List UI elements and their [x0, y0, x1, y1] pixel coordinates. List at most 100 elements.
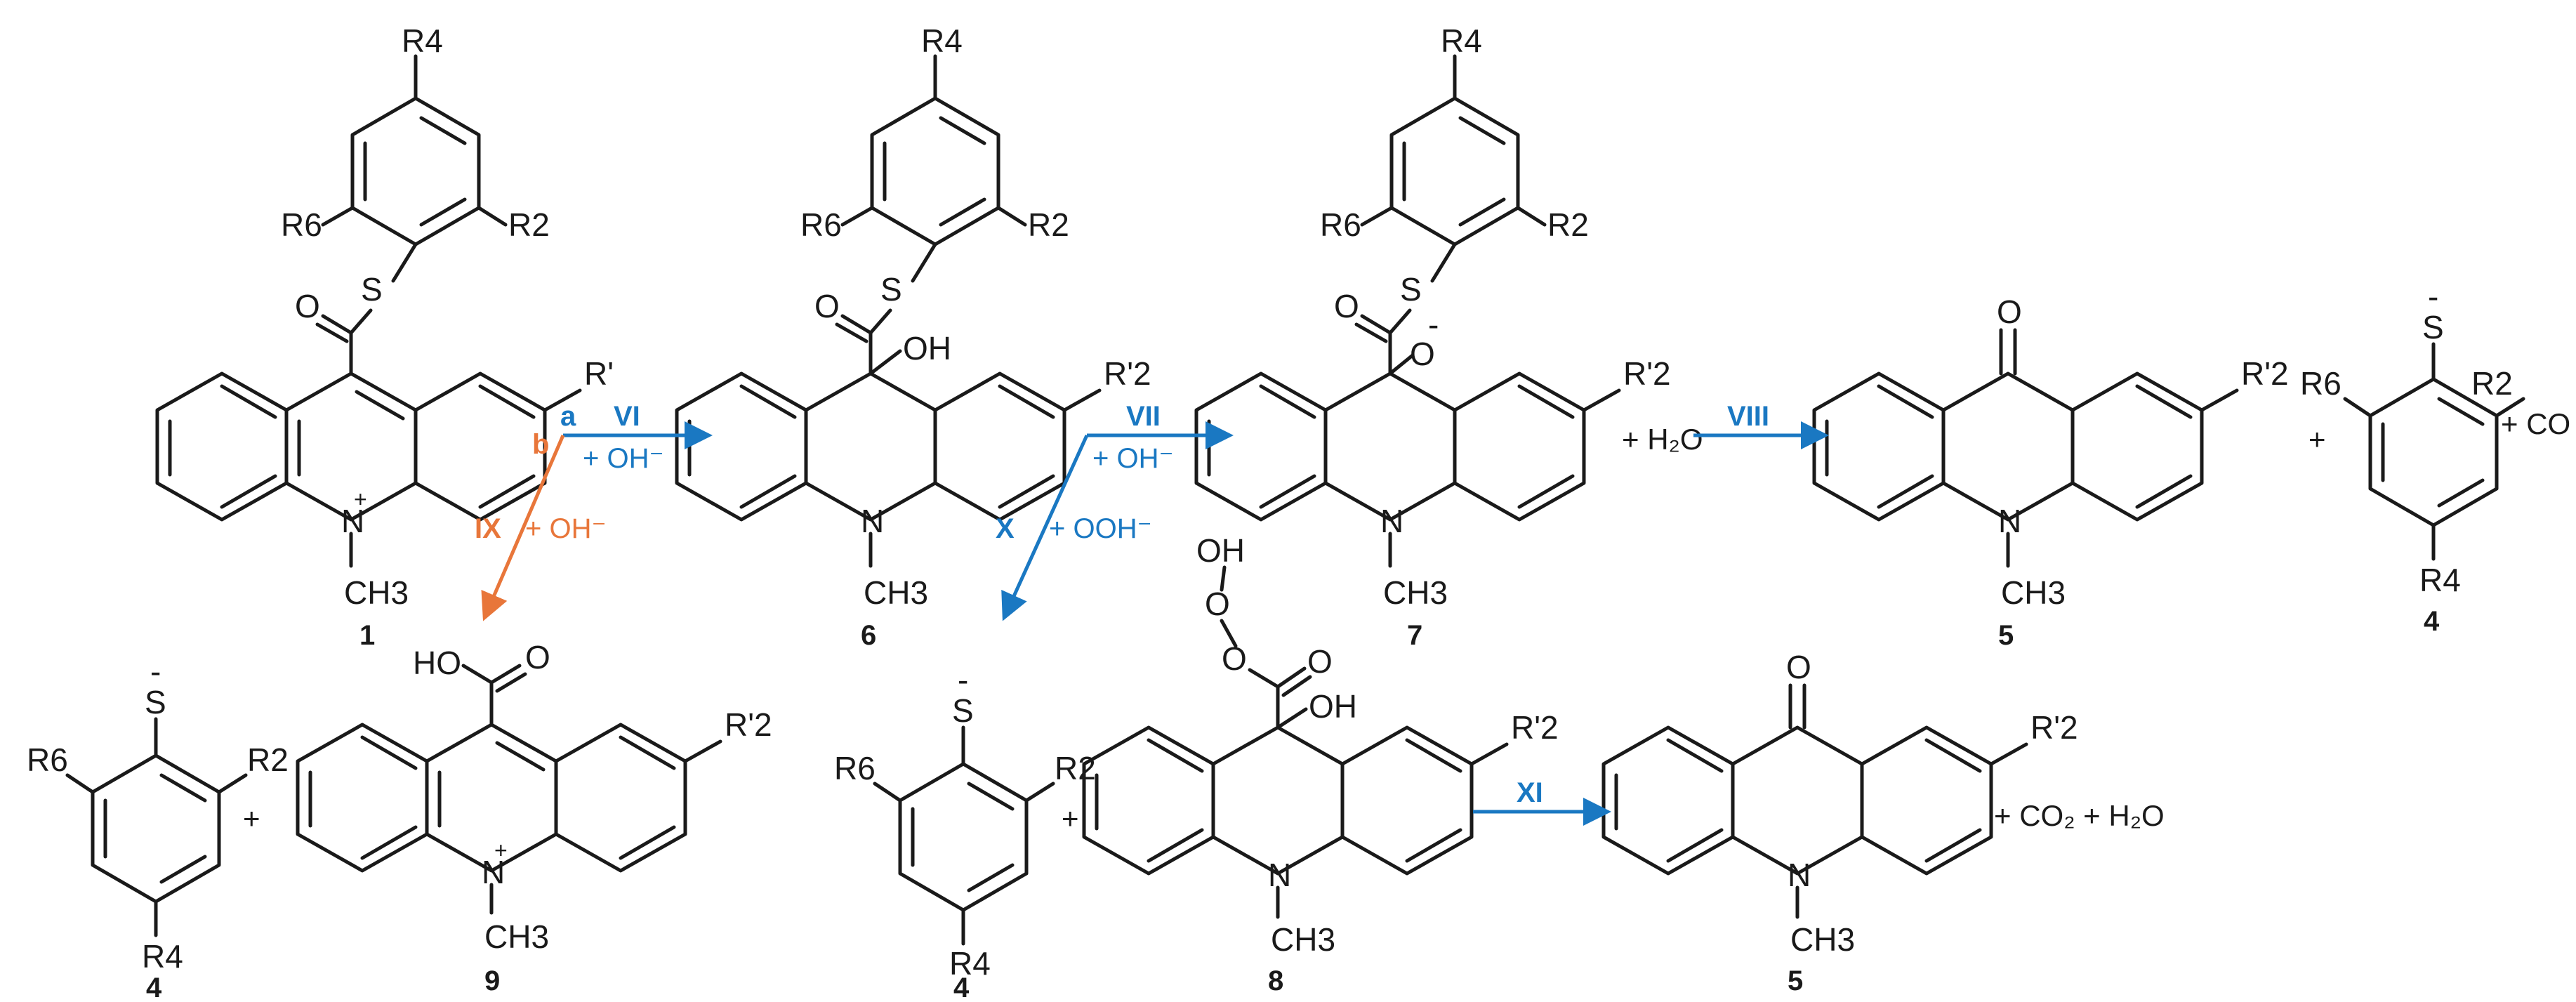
- r6-label: R6: [281, 206, 322, 243]
- nitrogen-label: N: [861, 503, 884, 539]
- ketone-o-label: O: [1786, 649, 1811, 685]
- reagent-hydroxide-vi: + OH⁻: [583, 443, 664, 474]
- co2-water-side-products: + CO₂ + H₂O: [1994, 799, 2165, 832]
- compound-number-9: 9: [484, 965, 500, 996]
- r-prime-2-label: R'2: [725, 706, 772, 743]
- step-x-label: X: [996, 513, 1015, 544]
- carbonyl-o-label: O: [295, 288, 320, 324]
- r-prime-2-label: R'2: [2241, 355, 2289, 392]
- reagent-peroxide-x: + OOH⁻: [1049, 513, 1152, 544]
- site-b-label: b: [532, 429, 549, 460]
- r4-label: R4: [949, 945, 991, 982]
- r2-label: R2: [247, 741, 289, 778]
- compound-number-4: 4: [953, 973, 970, 1002]
- r-prime-2-label: R'2: [1511, 709, 1559, 746]
- r2-label: R2: [1028, 206, 1069, 243]
- arrow-step-x: [1001, 434, 1089, 621]
- hydroxyl-label: OH: [903, 330, 951, 367]
- compound-5-top: O R'2 N CH3 5: [1812, 294, 2289, 651]
- r-prime-2-label: R'2: [2030, 709, 2078, 746]
- minus-charge: -: [2428, 278, 2438, 315]
- thiolate-s-label: S: [952, 692, 974, 729]
- compound-1: R4 R6 R2 S O R' N + CH3 1: [155, 22, 614, 651]
- co-side-product: + CO: [2501, 407, 2570, 440]
- compound-6: R4 R6 R2 S O OH R'2 N CH3 6: [675, 22, 1151, 651]
- step-viii-label: VIII: [1727, 401, 1769, 432]
- nitrogen-label: N: [1380, 503, 1403, 539]
- ketone-o-label: O: [1997, 294, 2022, 330]
- methyl-label: CH3: [484, 918, 549, 955]
- r4-label: R4: [2419, 562, 2461, 598]
- methyl-label: CH3: [344, 574, 409, 611]
- methyl-label: CH3: [1383, 574, 1448, 611]
- minus-charge: -: [958, 661, 968, 698]
- r2-label: R2: [1547, 206, 1589, 243]
- compound-7: R4 R6 R2 S O O - R'2 N CH3 7: [1194, 22, 1671, 651]
- methyl-label: CH3: [1790, 921, 1855, 958]
- plus-sign: +: [243, 802, 260, 835]
- step-vi-label: VI: [614, 401, 640, 432]
- step-vii-label: VII: [1126, 401, 1161, 432]
- minus-charge: -: [150, 653, 161, 690]
- thiolate-s-label: S: [145, 684, 166, 720]
- r-prime-label: R': [584, 355, 614, 392]
- r4-label: R4: [1441, 22, 1482, 59]
- compound-5-bottom: O R'2 N CH3 5: [1601, 649, 2078, 996]
- compound-number-1: 1: [359, 620, 375, 651]
- site-a-label: a: [560, 401, 576, 432]
- sulfur-label: S: [880, 271, 902, 308]
- nitrogen-label: N: [1788, 857, 1811, 893]
- r6-label: R6: [1320, 206, 1361, 243]
- r6-label: R6: [834, 750, 876, 786]
- r2-label: R2: [508, 206, 550, 243]
- compound-4-bottom-left: S - R6 R2 R4 4: [27, 653, 289, 1002]
- nitrogen-label: N: [341, 503, 364, 539]
- compound-number-4: 4: [146, 973, 162, 1002]
- r6-label: R6: [27, 741, 68, 778]
- sulfur-label: S: [1400, 271, 1422, 308]
- thiolate-s-label: S: [2422, 309, 2444, 345]
- carbonyl-o-label: O: [525, 639, 550, 675]
- step-xi-label: XI: [1517, 777, 1543, 808]
- carbonyl-o-label: O: [814, 288, 840, 324]
- r6-label: R6: [800, 206, 842, 243]
- carbonyl-o-label: O: [1334, 288, 1359, 324]
- hydroxyl-label: OH: [1309, 688, 1357, 725]
- nitrogen-label: N: [482, 854, 505, 890]
- compound-number-5: 5: [1788, 965, 1803, 996]
- step-ix-label: IX: [475, 513, 501, 544]
- methyl-label: CH3: [2001, 574, 2066, 611]
- nitrogen-label: N: [1268, 857, 1291, 893]
- r-prime-2-label: R'2: [1104, 355, 1151, 392]
- r4-label: R4: [921, 22, 963, 59]
- sulfur-label: S: [361, 271, 383, 308]
- plus-charge: +: [494, 838, 508, 863]
- compound-number-5: 5: [1998, 620, 2014, 651]
- compound-4-top: S - R6 R2 R4 4: [2300, 278, 2525, 637]
- ester-o-label: O: [1222, 640, 1247, 677]
- acid-ho-label: HO: [413, 645, 461, 681]
- methyl-label: CH3: [1271, 921, 1335, 958]
- compound-number-7: 7: [1407, 620, 1422, 651]
- plus-sign: +: [1062, 802, 1079, 835]
- r2-label: R2: [2471, 365, 2513, 402]
- r4-label: R4: [142, 938, 183, 975]
- r2-label: R2: [1055, 750, 1096, 786]
- carbonyl-o-label: O: [1307, 643, 1333, 680]
- arrow-step-ix: [481, 435, 565, 621]
- minus-charge: -: [1428, 306, 1439, 343]
- nitrogen-label: N: [1998, 503, 2021, 539]
- compound-4-bottom-middle: S - R6 R2 R4 4: [834, 661, 1096, 1002]
- compound-9: HO O R'2 N + CH3 9: [296, 639, 772, 996]
- methyl-label: CH3: [864, 574, 928, 611]
- compound-number-4: 4: [2424, 606, 2440, 637]
- water-side-product: + H₂O: [1622, 423, 1703, 456]
- reagent-hydroxide-vii: + OH⁻: [1092, 443, 1174, 474]
- plus-charge: +: [354, 487, 367, 512]
- compound-number-6: 6: [861, 620, 876, 651]
- alkoxide-o-label: O: [1410, 336, 1435, 372]
- r6-label: R6: [2300, 365, 2341, 402]
- compound-8: OH O O O OH R'2 N CH3 8: [1082, 532, 1559, 996]
- r-prime-2-label: R'2: [1623, 355, 1671, 392]
